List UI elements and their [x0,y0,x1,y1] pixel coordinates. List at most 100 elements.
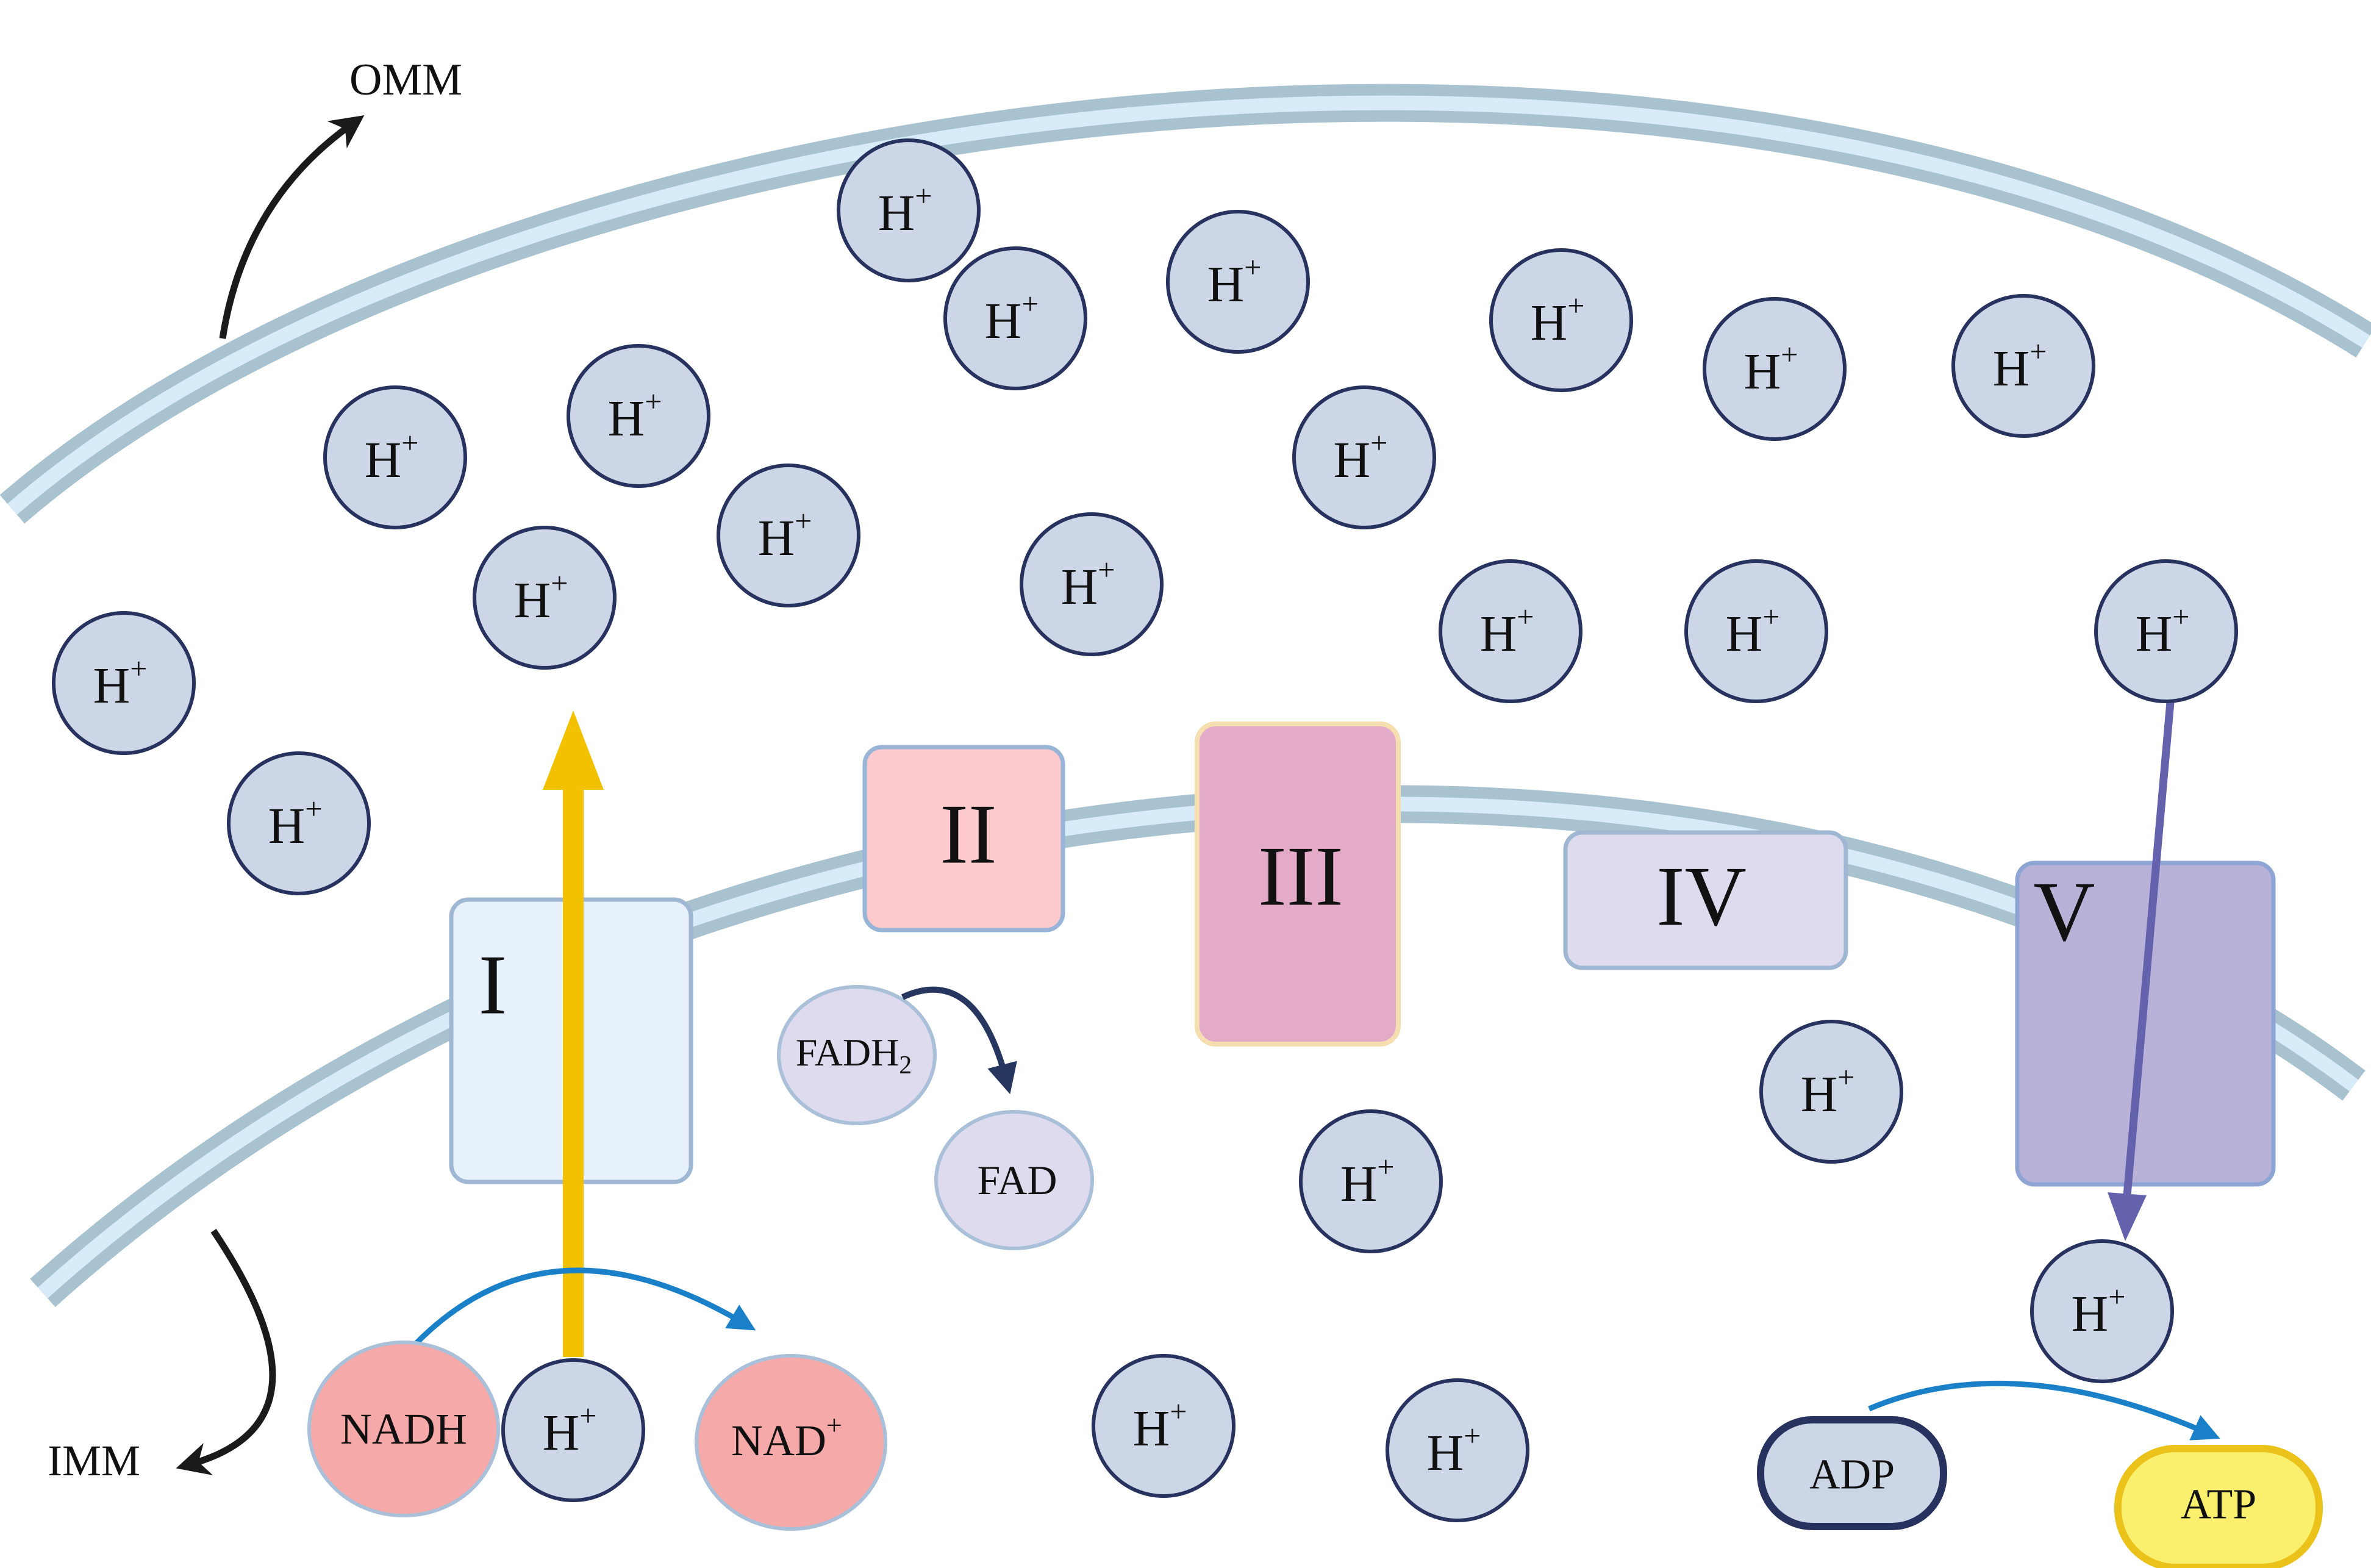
proton-charge: + [1781,337,1798,371]
proton-ion-label: H+ [1801,1060,1855,1123]
proton-charge: + [1837,1060,1854,1094]
proton-ion-circle [2094,559,2238,703]
proton-charge: + [2172,600,2189,634]
proton-ion: H+ [1292,385,1436,529]
proton-ion: H+ [837,138,981,282]
proton-charge: + [579,1398,596,1433]
proton-ion-circle [1684,559,1828,703]
proton-ion: H+ [1166,210,1310,354]
proton-ion-label: H+ [878,179,932,242]
proton-ion-circle [1703,297,1847,441]
proton-symbol: H [878,185,915,242]
proton-charge: + [1170,1394,1187,1428]
proton-ion: H+ [943,246,1087,390]
proton-symbol: H [514,572,551,629]
adp-to-atp-arrow [1868,1380,2220,1441]
complex-i-label: I [479,938,507,1033]
proton-ion-label: H+ [1480,600,1534,662]
proton-ion: H+ [1299,1109,1443,1253]
proton-ion-label: H+ [93,651,148,714]
complex-v-label: V [2033,865,2095,959]
proton-charge: + [1370,426,1387,460]
complex-i-proton-pump-arrow [543,711,604,1357]
proton-ion: H+ [2030,1239,2174,1383]
proton-ion: H+ [323,385,467,529]
proton-charge: + [1021,287,1039,321]
proton-ion-circle [1439,559,1582,703]
proton-ion-circle [323,385,467,529]
proton-ion-label: H+ [1334,426,1388,489]
proton-ion-label: H+ [1531,288,1585,351]
imm-pointer-arrow [176,1228,276,1475]
proton-charge: + [2108,1280,2125,1314]
proton-ion-label: H+ [985,287,1039,349]
proton-ion-label: H+ [1726,600,1780,662]
nadh-label: NADH [340,1405,467,1453]
proton-ion-circle [227,751,371,895]
fadh2-to-fad-arrow [901,986,1017,1095]
proton-ion: H+ [501,1358,645,1502]
proton-ion-circle [1386,1378,1529,1522]
proton-ion-label: H+ [758,504,812,567]
nadh-to-nad-arrow [412,1267,756,1347]
proton-ion: H+ [1759,1020,1903,1164]
proton-ion-label: H+ [1993,334,2047,397]
proton-ion: H+ [52,611,196,755]
proton-ion-circle [1092,1354,1236,1498]
proton-charge: + [2029,334,2047,368]
proton-symbol: H [1334,432,1371,489]
proton-ion: H+ [1020,512,1164,656]
nad-plus-base: NAD [731,1416,826,1465]
proton-symbol: H [543,1405,580,1461]
proton-ion-label: H+ [1340,1150,1395,1212]
outer-mitochondrial-membrane [0,84,2371,524]
atp-synthase-proton-arrow [2108,695,2175,1241]
complex-iv: IV [1563,830,1848,970]
proton-charge: + [1762,600,1779,634]
complex-iii-label: III [1258,829,1343,924]
proton-symbol: H [365,432,402,489]
atp-molecule: ATP [2114,1445,2323,1568]
proton-ion-circle [1951,294,2095,438]
atp-label: ATP [2181,1481,2256,1528]
proton-symbol: H [1531,295,1568,351]
proton-ion-label: H+ [365,426,419,489]
proton-ion-label: H+ [1744,337,1798,400]
fadh2-subscript: 2 [899,1051,912,1079]
proton-ion-circle [52,611,196,755]
proton-charge: + [915,179,932,213]
proton-ion-circle [1759,1020,1903,1164]
proton-symbol: H [1061,559,1098,615]
proton-ion: H+ [717,464,860,607]
proton-symbol: H [1207,256,1245,313]
fad-molecule: FAD [934,1110,1094,1250]
proton-ion: H+ [473,526,617,670]
proton-ion-label: H+ [2136,600,2190,662]
proton-charge: + [1244,250,1261,284]
proton-charge: + [1567,288,1584,323]
proton-charge: + [795,504,812,538]
proton-ion-label: H+ [2072,1280,2126,1342]
imm-label: IMM [48,1436,140,1485]
proton-ion-circle [717,464,860,607]
proton-ion-label: H+ [1133,1394,1187,1457]
complex-iv-label: IV [1656,850,1747,944]
complex-ii-body [862,745,1065,933]
proton-symbol: H [93,657,131,714]
fadh2-molecule: FADH2 [777,985,937,1125]
proton-ion-circle [501,1358,645,1502]
proton-symbol: H [2072,1286,2109,1342]
omm-pointer-arrow [219,115,365,339]
proton-ion-circle [1292,385,1436,529]
proton-charge: + [1517,600,1534,634]
proton-symbol: H [2136,606,2173,662]
proton-ion-circle [1020,512,1164,656]
proton-ion-label: H+ [608,384,662,447]
nad-plus-molecule: NAD+ [695,1354,887,1531]
proton-symbol: H [1801,1066,1838,1123]
proton-ion-label: H+ [1427,1419,1481,1481]
proton-ion-circle [567,344,710,488]
proton-charge: + [401,426,418,460]
proton-ion: H+ [1703,297,1847,441]
